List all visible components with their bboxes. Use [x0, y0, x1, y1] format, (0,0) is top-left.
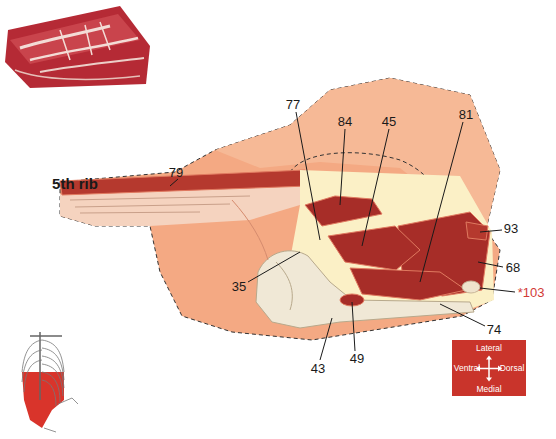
leader-line [248, 252, 300, 282]
leader-line [296, 112, 320, 240]
leader-line [478, 262, 503, 267]
leader-line [420, 122, 463, 282]
meat-photo [5, 6, 150, 88]
callout-number: 81 [459, 108, 473, 121]
callout-number: 68 [506, 261, 520, 274]
callout-number: 77 [286, 98, 300, 111]
callout-number: *103 [518, 286, 545, 299]
leader-line [480, 230, 502, 232]
rib-lines [70, 196, 250, 213]
marbling [40, 58, 144, 72]
ribs [22, 340, 64, 406]
skeleton-thumbnail [22, 332, 78, 432]
leader-line [170, 179, 178, 186]
callout-number: 93 [504, 222, 518, 235]
callout-number: 79 [169, 166, 183, 179]
direction-label: Medial [476, 385, 501, 394]
marbling [30, 38, 138, 60]
leader-line [352, 302, 355, 351]
structure-103 [462, 281, 480, 293]
callout-number: 74 [487, 323, 501, 336]
direction-label: Lateral [476, 344, 502, 353]
callout-number: 45 [382, 115, 396, 128]
bone-outline [44, 398, 78, 432]
callout-number: 49 [350, 352, 364, 365]
meat-surface [10, 14, 140, 64]
muscle-81 [350, 268, 466, 300]
leader-line [362, 129, 389, 246]
callout-number: 43 [311, 362, 325, 375]
bone-contour [276, 262, 292, 310]
callout-number: 84 [338, 115, 352, 128]
leader-line [440, 304, 485, 326]
leader-line [320, 318, 332, 360]
vertebra-bone [256, 251, 474, 328]
callout-number: 35 [232, 280, 246, 293]
marbling [60, 22, 110, 60]
arrow-shaft [478, 358, 500, 380]
cut-outline [60, 78, 500, 340]
leader-lines [170, 112, 515, 360]
muscle-93 [466, 222, 488, 240]
direction-label: Ventral [454, 364, 480, 373]
leader-line [340, 129, 345, 205]
muscle-45 [328, 226, 420, 270]
direction-label: Dorsal [500, 364, 525, 373]
rib-label: 5th rib [52, 176, 98, 191]
leader-line [480, 288, 515, 292]
orientation-compass: LateralVentral DorsalMedial [452, 340, 526, 396]
marbling [15, 70, 140, 79]
muscle-35-contour [232, 200, 268, 260]
